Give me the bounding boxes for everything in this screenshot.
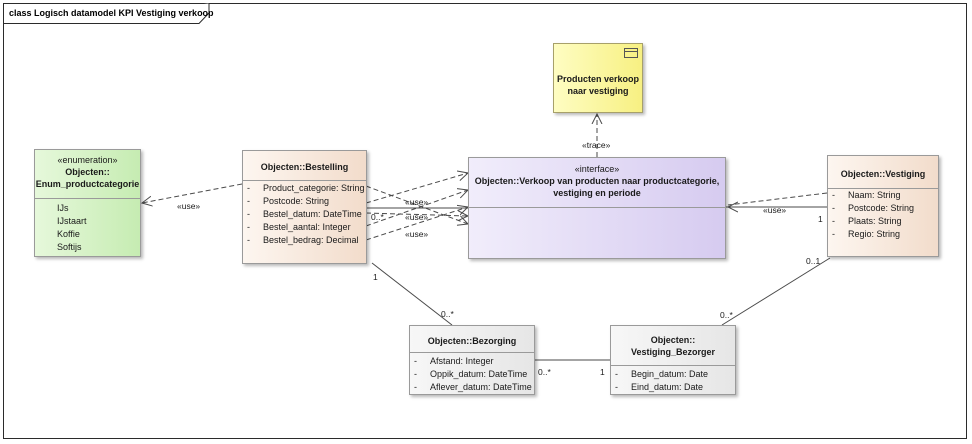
use-label-vestiging: «use» <box>763 205 787 215</box>
bestelling-attribute: -Bestel_bedrag: Decimal <box>247 235 359 245</box>
vestiging-separator <box>828 188 938 189</box>
requirement-name-line2: naar vestiging <box>567 86 629 96</box>
use-label-bestelling-1: «use» <box>405 197 429 207</box>
vestiging-class-box[interactable]: Objecten::Vestiging -Naam: String -Postc… <box>827 155 939 257</box>
use-vestiging-attr-line[interactable] <box>727 192 828 206</box>
use-bestelling-interface-line-3[interactable] <box>365 207 468 241</box>
mult-bezorging-vb-dst: 1 <box>600 367 605 377</box>
enum-separator <box>35 198 140 199</box>
bezorging-class-box[interactable]: Objecten::Bezorging -Afstand: Integer -O… <box>409 325 535 395</box>
vestiging-attribute: -Postcode: String <box>832 203 915 213</box>
use-label-enum: «use» <box>177 201 201 211</box>
use-label-bestelling-3: «use» <box>405 229 429 239</box>
requirement-producten-box[interactable]: Producten verkoop naar vestiging <box>553 43 643 113</box>
diagram-title: class Logisch datamodel KPI Vestiging ve… <box>9 8 214 18</box>
bestelling-name: Objecten::Bestelling <box>260 162 349 172</box>
enum-name-line1: Objecten:: <box>65 167 110 177</box>
mult-vestiging-vb-dst: 0..* <box>720 310 733 320</box>
mult-interface-vestiging: 1 <box>818 214 823 224</box>
mult-bestelling-interface: 0..* <box>371 212 384 222</box>
bezorging-attribute: -Afstand: Integer <box>414 356 494 366</box>
interface-separator <box>469 207 725 208</box>
enum-stereotype: «enumeration» <box>57 155 118 165</box>
mult-bestelling-bezorging-dst: 0..* <box>441 309 454 319</box>
bezorging-attribute: -Aflever_datum: DateTime <box>414 382 532 392</box>
vestiging-name: Objecten::Vestiging <box>840 169 926 179</box>
trace-label: «trace» <box>582 140 611 150</box>
vestiging-attribute: -Naam: String <box>832 190 901 200</box>
mult-bezorging-vb-src: 0..* <box>538 367 551 377</box>
enum-literal: Softijs <box>57 242 82 252</box>
vestiging-attribute: -Plaats: String <box>832 216 902 226</box>
use-bestelling-interface-line-2[interactable] <box>365 190 468 227</box>
interface-verkoop-box[interactable]: «interface» Objecten::Verkoop van produc… <box>468 157 726 259</box>
bestelling-separator <box>243 180 366 181</box>
mult-bestelling-bezorging-src: 1 <box>373 272 378 282</box>
use-bestelling-interface-line-4[interactable] <box>365 185 468 224</box>
bestelling-class-box[interactable]: Objecten::Bestelling -Product_categorie:… <box>242 150 367 264</box>
bezorging-attribute: -Oppik_datum: DateTime <box>414 369 528 379</box>
enum-literal: IJs <box>57 203 69 213</box>
bestelling-attribute: -Bestel_datum: DateTime <box>247 209 362 219</box>
use-bestelling-interface-line-5[interactable] <box>365 213 468 216</box>
bestelling-attribute: -Postcode: String <box>247 196 330 206</box>
mult-vestiging-vb-src: 0..1 <box>806 256 821 266</box>
enum-productcategorie-box[interactable]: «enumeration» Objecten:: Enum_productcat… <box>34 149 141 257</box>
assoc-vestiging-vestigingbezorger-line[interactable] <box>721 257 831 326</box>
diagram-frame <box>3 3 967 439</box>
interface-stereotype: «interface» <box>574 164 620 174</box>
interface-name-line2: vestiging en periode <box>553 188 641 198</box>
vestiging-bezorger-name-line2: Vestiging_Bezorger <box>630 347 716 357</box>
enum-literal-list: IJs IJstaart Koffie Softijs <box>35 202 140 254</box>
vestiging-attribute: -Regio: String <box>832 229 901 239</box>
enum-name-line2: Enum_productcategorie <box>35 179 140 189</box>
vestiging-bezorger-attribute-list: -Begin_datum: Date -Eind_datum: Date <box>611 368 735 394</box>
vestiging-bezorger-separator <box>611 365 735 366</box>
use-bestelling-interface-line-1[interactable] <box>365 173 468 204</box>
vestiging-bezorger-name-line1: Objecten:: <box>650 335 696 345</box>
bezorging-name: Objecten::Bezorging <box>427 336 517 346</box>
bestelling-attribute: -Bestel_aantal: Integer <box>247 222 351 232</box>
bezorging-attribute-list: -Afstand: Integer -Oppik_datum: DateTime… <box>410 355 534 394</box>
vestiging-attribute-list: -Naam: String -Postcode: String -Plaats:… <box>828 189 938 241</box>
vestiging-bezorger-attribute: -Eind_datum: Date <box>615 382 704 392</box>
bestelling-attribute-list: -Product_categorie: String -Postcode: St… <box>243 182 366 247</box>
enum-literal: IJstaart <box>57 216 87 226</box>
requirement-icon <box>624 48 638 58</box>
vestiging-bezorger-class-box[interactable]: Objecten:: Vestiging_Bezorger -Begin_dat… <box>610 325 736 395</box>
use-bestelling-enum-line[interactable] <box>142 183 243 203</box>
use-label-bestelling-2: «use» <box>405 212 429 222</box>
assoc-bestelling-bezorging-line[interactable] <box>371 262 453 326</box>
enum-literal: Koffie <box>57 229 80 239</box>
bezorging-separator <box>410 352 534 353</box>
requirement-name-line1: Producten verkoop <box>556 74 639 84</box>
interface-name-line1: Objecten::Verkoop van producten naar pro… <box>474 176 720 186</box>
vestiging-bezorger-attribute: -Begin_datum: Date <box>615 369 709 379</box>
bestelling-attribute: -Product_categorie: String <box>247 183 365 193</box>
